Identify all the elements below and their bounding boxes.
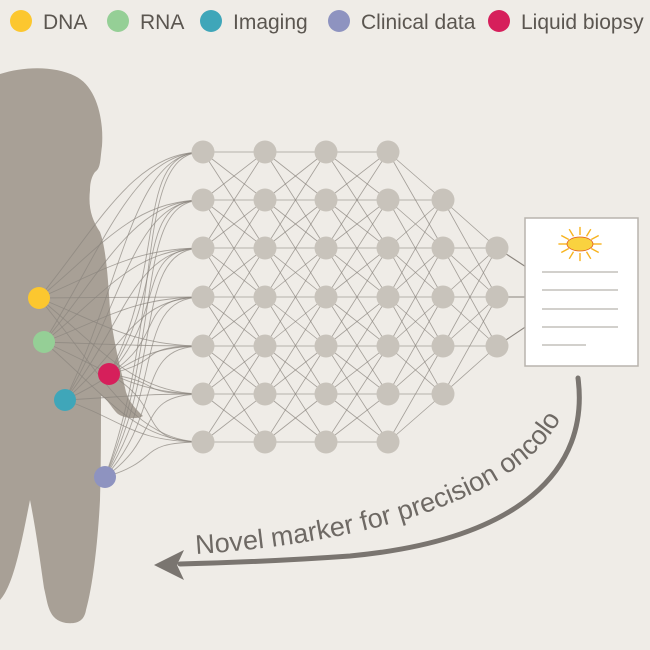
network-node (376, 382, 400, 406)
network-node (431, 382, 455, 406)
network-node (314, 140, 338, 164)
network-node (376, 140, 400, 164)
network-node (253, 285, 277, 309)
legend-label-2: Imaging (233, 11, 308, 34)
legend-dot-4 (488, 10, 510, 32)
input-marker-2 (54, 389, 76, 411)
network-node (314, 285, 338, 309)
network-node (314, 188, 338, 212)
network-node (314, 382, 338, 406)
input-markers (28, 287, 120, 488)
input-marker-1 (33, 331, 55, 353)
legend-label-1: RNA (140, 11, 184, 34)
network-node (431, 236, 455, 260)
network-node (376, 334, 400, 358)
network-node (376, 430, 400, 454)
network-node (431, 285, 455, 309)
network-node (314, 334, 338, 358)
network-node (191, 334, 215, 358)
network-node (191, 236, 215, 260)
legend-label-4: Liquid biopsy (521, 11, 644, 34)
network-node (253, 430, 277, 454)
legend: DNA RNA Imaging Clinical data Liquid biopsy (10, 10, 644, 34)
arrow-head-icon (154, 550, 184, 580)
network-node (191, 285, 215, 309)
network-node (253, 382, 277, 406)
input-marker-0 (28, 287, 50, 309)
network-node (191, 188, 215, 212)
network-node (485, 236, 509, 260)
network-node (314, 236, 338, 260)
input-connections (38, 151, 204, 478)
return-arrow (177, 375, 582, 567)
legend-dot-3 (328, 10, 350, 32)
network-node (485, 285, 509, 309)
network-node (376, 236, 400, 260)
network-node (253, 188, 277, 212)
legend-dot-2 (200, 10, 222, 32)
legend-label-0: DNA (43, 11, 87, 34)
network-node (191, 382, 215, 406)
legend-dot-1 (107, 10, 129, 32)
report-text-lines (542, 271, 618, 346)
network-node (431, 188, 455, 212)
input-marker-3 (98, 363, 120, 385)
network-node (191, 430, 215, 454)
network-node (376, 285, 400, 309)
network-node (376, 188, 400, 212)
network-node (314, 430, 338, 454)
network-node (253, 236, 277, 260)
network-node (431, 334, 455, 358)
network-node (253, 140, 277, 164)
input-marker-4 (94, 466, 116, 488)
neural-network (191, 140, 509, 454)
network-node (253, 334, 277, 358)
legend-dot-0 (10, 10, 32, 32)
child-silhouette-icon (0, 68, 143, 624)
legend-label-3: Clinical data (361, 11, 476, 34)
network-connections (202, 151, 498, 443)
report-document-icon (524, 217, 639, 367)
network-node (485, 334, 509, 358)
sun-logo-icon (558, 226, 602, 262)
network-node (191, 140, 215, 164)
